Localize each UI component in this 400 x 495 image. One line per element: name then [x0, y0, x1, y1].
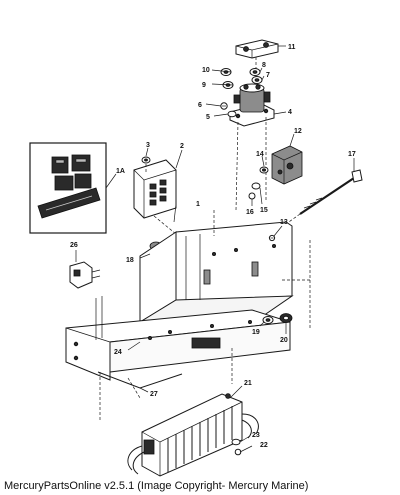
- callout-5: 5: [206, 114, 210, 121]
- callout-16: 16: [246, 209, 254, 216]
- callout-20: 20: [280, 337, 288, 344]
- callout-14: 14: [256, 151, 264, 158]
- callout-27: 27: [150, 391, 158, 398]
- callout-13: 13: [280, 219, 288, 226]
- callout-9: 9: [202, 82, 206, 89]
- callout-3: 3: [146, 142, 150, 149]
- part-16-screw[interactable]: [248, 192, 256, 200]
- callout-23: 23: [252, 432, 260, 439]
- callout-8: 8: [262, 62, 266, 69]
- part-26-connector[interactable]: [69, 261, 101, 289]
- part-11-bracket[interactable]: [235, 39, 279, 59]
- callout-12: 12: [294, 128, 302, 135]
- callout-17: 17: [348, 151, 356, 158]
- callout-15: 15: [260, 207, 268, 214]
- part-8-nut[interactable]: [249, 68, 261, 76]
- part-20-washer[interactable]: [279, 313, 293, 323]
- part-21-rectifier[interactable]: [141, 393, 243, 477]
- rectifier-fins: [167, 406, 233, 472]
- part-7-washer[interactable]: [251, 76, 263, 84]
- callout-labels: 11 10 9 8 7 4 6 5 2 3 1A 12 14 15 16 17 …: [70, 44, 356, 449]
- callout-26: 26: [70, 242, 78, 249]
- exploded-parts-diagram: 11 10 9 8 7 4 6 5 2 3 1A 12 14 15 16 17 …: [29, 39, 363, 477]
- leader-lines: [75, 45, 355, 443]
- callout-4: 4: [288, 109, 292, 116]
- part-14-nut[interactable]: [259, 166, 269, 174]
- callout-22: 22: [260, 442, 268, 449]
- callout-10: 10: [202, 67, 210, 74]
- callout-24: 24: [114, 349, 122, 356]
- part-1a-decal-set[interactable]: [29, 142, 107, 234]
- part-22-screw[interactable]: [234, 445, 253, 456]
- callout-7: 7: [266, 72, 270, 79]
- part-5-washer[interactable]: [227, 110, 237, 118]
- callout-1: 1: [196, 201, 200, 208]
- copyright-footer: MercuryPartsOnline v2.5.1 (Image Copyrig…: [4, 480, 309, 492]
- part-19-nut[interactable]: [262, 316, 274, 324]
- part-2-terminal-block[interactable]: [133, 159, 177, 219]
- callout-21: 21: [244, 380, 252, 387]
- part-17-bolt[interactable]: [299, 169, 363, 215]
- part-24-mounting-plate[interactable]: [65, 296, 291, 381]
- callout-6: 6: [198, 102, 202, 109]
- callout-1a: 1A: [116, 168, 125, 175]
- part-6-screw[interactable]: [220, 102, 228, 110]
- part-15-washer[interactable]: [251, 182, 261, 190]
- part-13-screw[interactable]: [268, 234, 276, 242]
- part-4-solenoid[interactable]: [229, 83, 275, 127]
- callout-11: 11: [288, 44, 296, 51]
- part-27-bracket[interactable]: [97, 371, 183, 389]
- part-12-plug[interactable]: [271, 145, 303, 185]
- part-23-washer[interactable]: [231, 438, 241, 446]
- callout-18: 18: [126, 257, 134, 264]
- callout-19: 19: [252, 329, 260, 336]
- part-3-nut[interactable]: [141, 156, 151, 164]
- callout-2: 2: [180, 143, 184, 150]
